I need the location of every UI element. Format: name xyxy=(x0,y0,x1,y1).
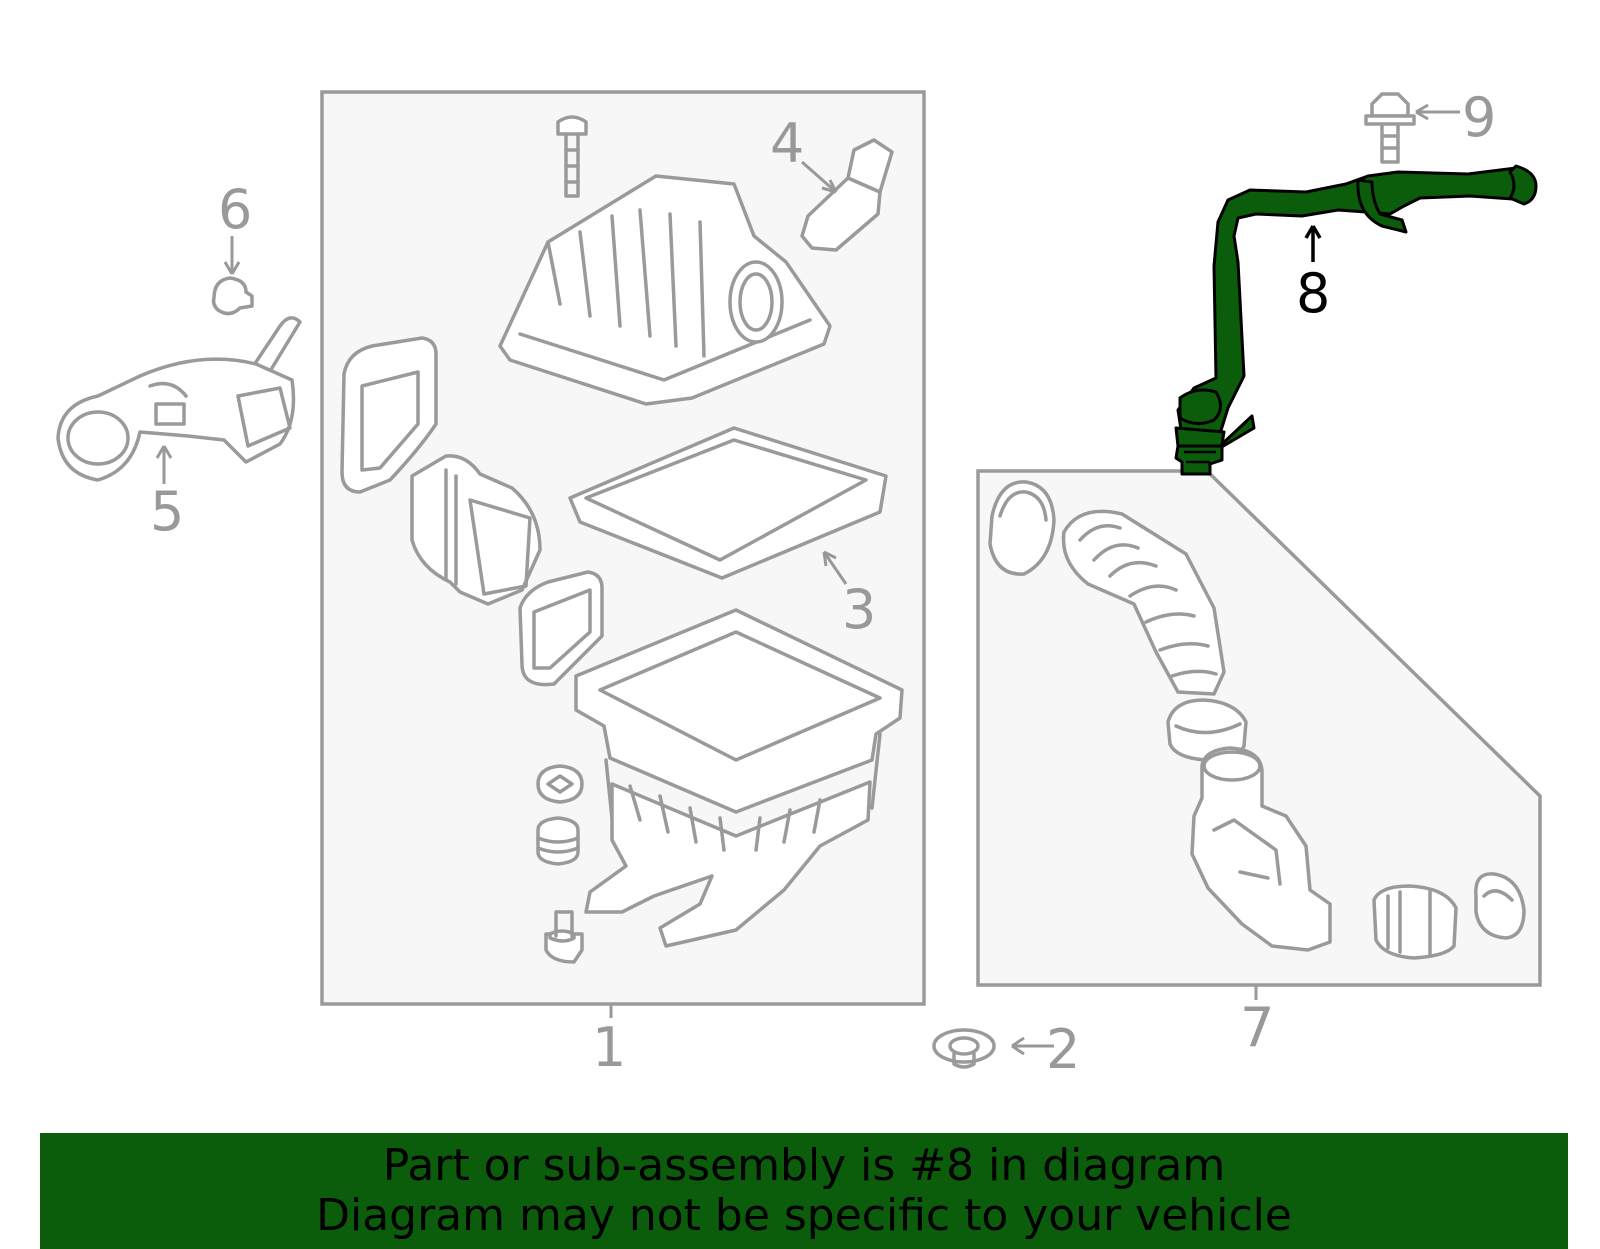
assembly-7-box xyxy=(976,469,1542,987)
part-4-sensor[interactable] xyxy=(800,138,894,252)
callout-1: 1 xyxy=(592,1016,626,1079)
banner-line-1: Part or sub-assembly is #8 in diagram xyxy=(382,1140,1226,1191)
leader-lines xyxy=(155,103,1460,1056)
part-2-grommet[interactable] xyxy=(932,1028,996,1069)
part-6-clip[interactable] xyxy=(211,276,254,316)
callout-3: 3 xyxy=(842,578,876,641)
info-banner: Part or sub-assembly is #8 in diagram Di… xyxy=(40,1133,1568,1249)
callout-9: 9 xyxy=(1462,86,1496,149)
part-7-hose-assembly[interactable] xyxy=(988,480,1526,960)
callout-8: 8 xyxy=(1296,262,1330,325)
part-5-inlet-duct[interactable] xyxy=(56,316,302,482)
part-8-highlighted-hose[interactable] xyxy=(1174,164,1538,476)
callout-4: 4 xyxy=(770,112,804,175)
callout-2: 2 xyxy=(1046,1018,1080,1081)
callout-5: 5 xyxy=(150,480,184,543)
callout-7: 7 xyxy=(1240,996,1274,1059)
part-1-air-cleaner[interactable] xyxy=(340,115,904,964)
banner-line-2: Diagram may not be specific to your vehi… xyxy=(316,1190,1292,1241)
callout-6: 6 xyxy=(218,178,252,241)
part-9-bolt[interactable] xyxy=(1364,92,1416,164)
